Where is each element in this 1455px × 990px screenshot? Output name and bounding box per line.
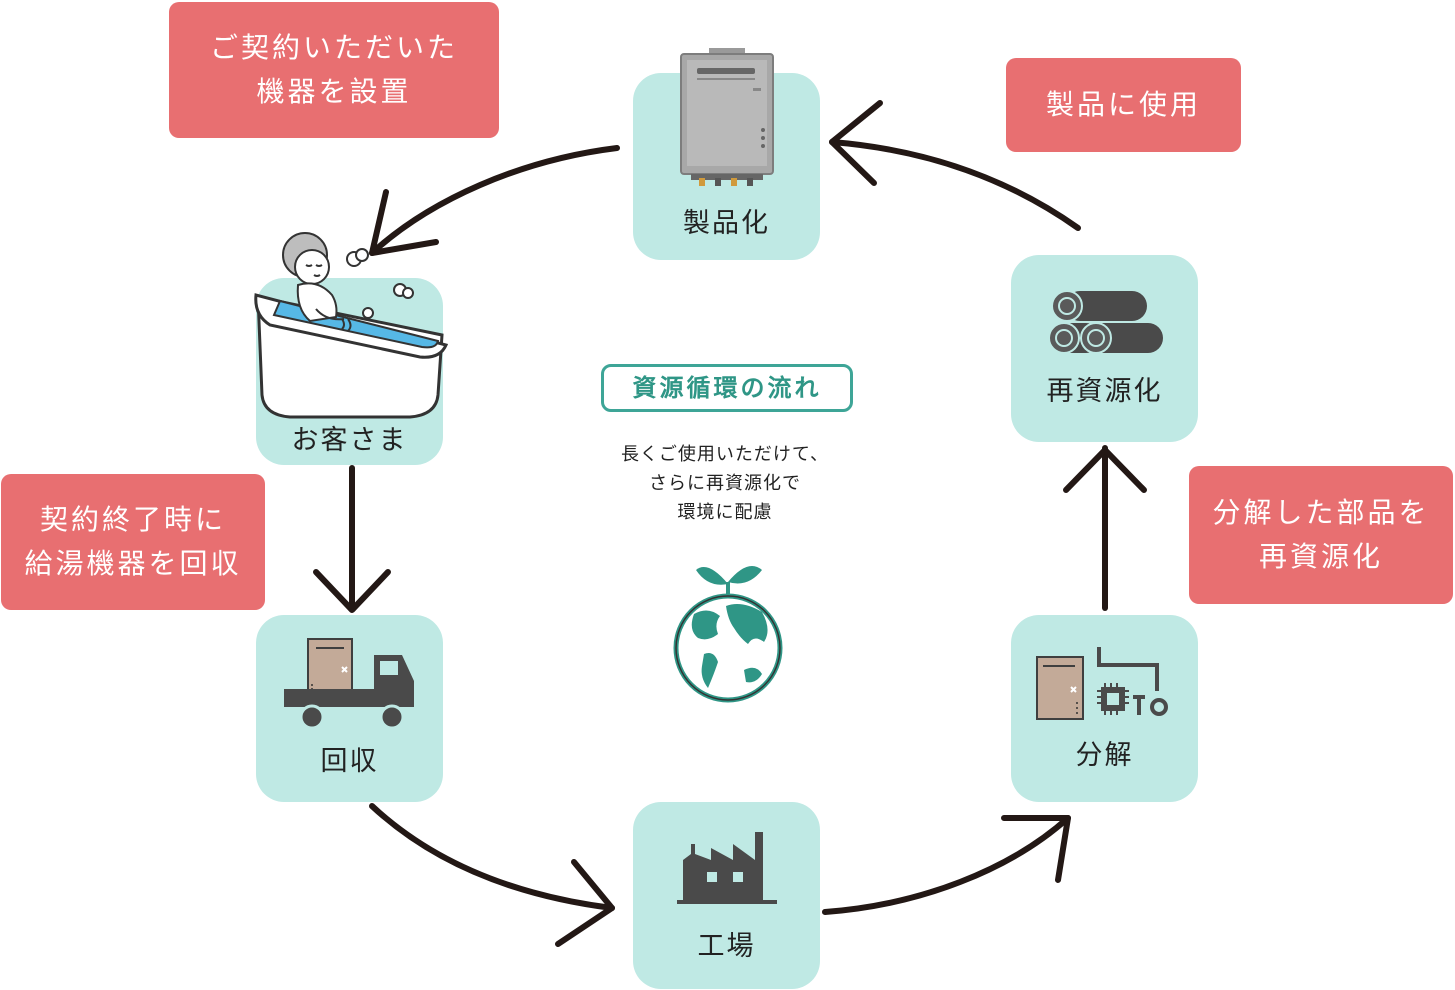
node-disassembly: 分解: [1011, 615, 1198, 802]
bubble-collect: 契約終了時に 給湯機器を回収: [1, 474, 265, 610]
node-collection-label: 回収: [320, 746, 379, 777]
node-collection: 回収: [256, 615, 443, 802]
disassembled-parts-icon: [1036, 647, 1168, 720]
earth-with-sprout-icon: [673, 566, 783, 703]
node-product: 製品化: [633, 48, 820, 260]
center-description: 長くご使用いただけて、 さらに再資源化で 環境に配慮: [560, 440, 890, 527]
person-in-bathtub-icon: [254, 232, 449, 419]
node-disassembly-label: 分解: [1075, 740, 1134, 771]
bubble-collect-line-2: 給湯機器を回収: [24, 547, 242, 580]
node-factory-label: 工場: [697, 931, 756, 962]
center-line-1: 長くご使用いただけて、: [620, 444, 830, 465]
node-customer-label: お客さま: [291, 425, 408, 456]
bubble-parts-line-2: 再資源化: [1258, 540, 1383, 573]
center-line-3: 環境に配慮: [677, 502, 773, 523]
bubble-install-line-2: 機器を設置: [256, 75, 412, 108]
bubble-install-line-1: ご契約いただいた: [209, 31, 458, 64]
center-line-2: さらに再資源化で: [649, 473, 801, 494]
node-recycle-label: 再資源化: [1046, 376, 1163, 407]
node-factory: 工場: [633, 802, 820, 989]
bubble-parts: 分解した部品を 再資源化: [1189, 466, 1453, 604]
node-product-label: 製品化: [683, 208, 770, 239]
material-rolls-icon: [1048, 290, 1163, 354]
bubble-use: 製品に使用: [1006, 58, 1241, 152]
arrow-recycle-to-product: [829, 139, 1081, 231]
arrow-product-to-customer: [369, 145, 620, 256]
node-recycle: 再資源化: [1011, 255, 1198, 442]
center-title: 資源循環の流れ: [601, 364, 853, 412]
arrow-collection-to-factory: [369, 803, 615, 911]
bubble-use-line-1: 製品に使用: [1045, 88, 1201, 121]
bubble-install: ご契約いただいた 機器を設置: [169, 2, 499, 138]
factory-icon: [677, 832, 777, 904]
bubble-collect-line-1: 契約終了時に: [39, 503, 226, 536]
arrow-factory-to-disassembly: [822, 815, 1071, 915]
truck-with-heater-icon: [284, 638, 414, 730]
water-heater-icon: [680, 48, 774, 186]
bubble-parts-line-1: 分解した部品を: [1212, 496, 1430, 529]
